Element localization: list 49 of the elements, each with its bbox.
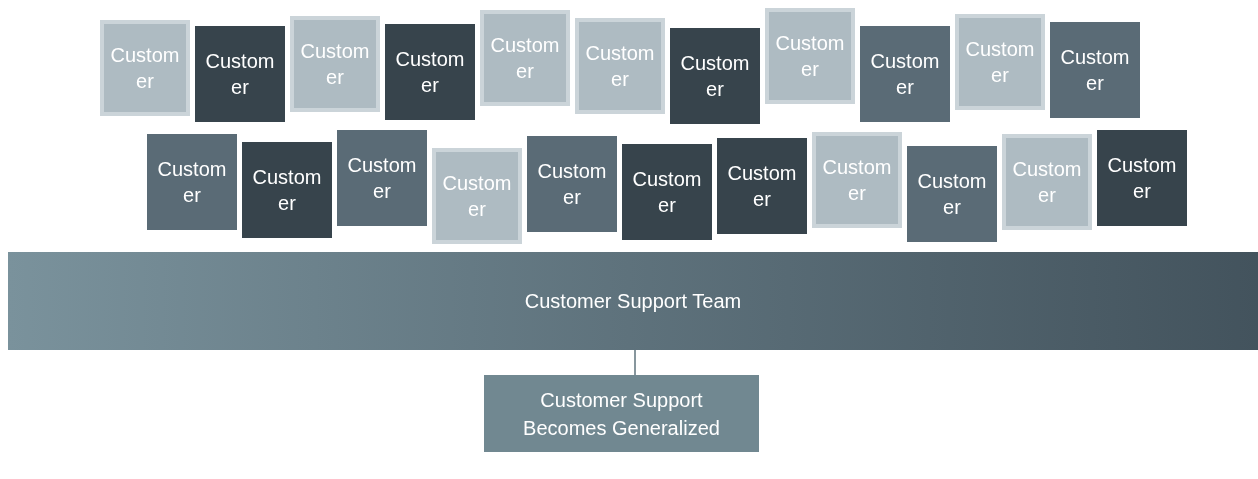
- customer-card: [765, 8, 855, 104]
- customer-card: [575, 18, 665, 114]
- node-label: Customer: [252, 165, 322, 216]
- node-label: Customer: [822, 155, 892, 206]
- customer-card: [717, 138, 807, 234]
- customer-card: [432, 148, 522, 244]
- node-label: Customer: [775, 31, 845, 82]
- node-label: Customer Support Team: [524, 289, 742, 314]
- node-label: Customer: [490, 33, 560, 84]
- node-label: Customer: [917, 169, 987, 220]
- node-label: Customer: [680, 51, 750, 102]
- node-label: Customer: [632, 167, 702, 218]
- node-label: Customer: [395, 47, 465, 98]
- customer-card: [242, 142, 332, 238]
- team-band: [8, 252, 1258, 350]
- customer-card: [860, 26, 950, 122]
- customer-card: [480, 10, 570, 106]
- node-label: Customer: [442, 171, 512, 222]
- node-label: Customer: [1012, 157, 1082, 208]
- node-label: Customer: [585, 41, 655, 92]
- customer-card: [622, 144, 712, 240]
- node-label: Customer: [300, 39, 370, 90]
- result-box: [484, 375, 759, 452]
- node-label: Customer: [965, 37, 1035, 88]
- node-label: Customer: [1060, 45, 1130, 96]
- node-label: Customer: [727, 161, 797, 212]
- customer-card: [195, 26, 285, 122]
- customer-card: [527, 136, 617, 232]
- customer-card: [1002, 134, 1092, 230]
- customer-card: [385, 24, 475, 120]
- node-label: Customer: [1107, 153, 1177, 204]
- node-label: Customer: [347, 153, 417, 204]
- customer-card: [955, 14, 1045, 110]
- node-label: Customer: [537, 159, 607, 210]
- node-label: Customer: [870, 49, 940, 100]
- customer-card: [337, 130, 427, 226]
- node-label: Customer: [110, 43, 180, 94]
- customer-card: [100, 20, 190, 116]
- node-label: Customer: [205, 49, 275, 100]
- customer-card: [1050, 22, 1140, 118]
- customer-card: [812, 132, 902, 228]
- node-label: Customer: [157, 157, 227, 208]
- connector-line: [634, 349, 636, 376]
- customer-card: [1097, 130, 1187, 226]
- customer-card: [147, 134, 237, 230]
- customer-card: [670, 28, 760, 124]
- customer-card: [907, 146, 997, 242]
- node-label: Customer Support Becomes Generalized: [522, 387, 721, 441]
- customer-card: [290, 16, 380, 112]
